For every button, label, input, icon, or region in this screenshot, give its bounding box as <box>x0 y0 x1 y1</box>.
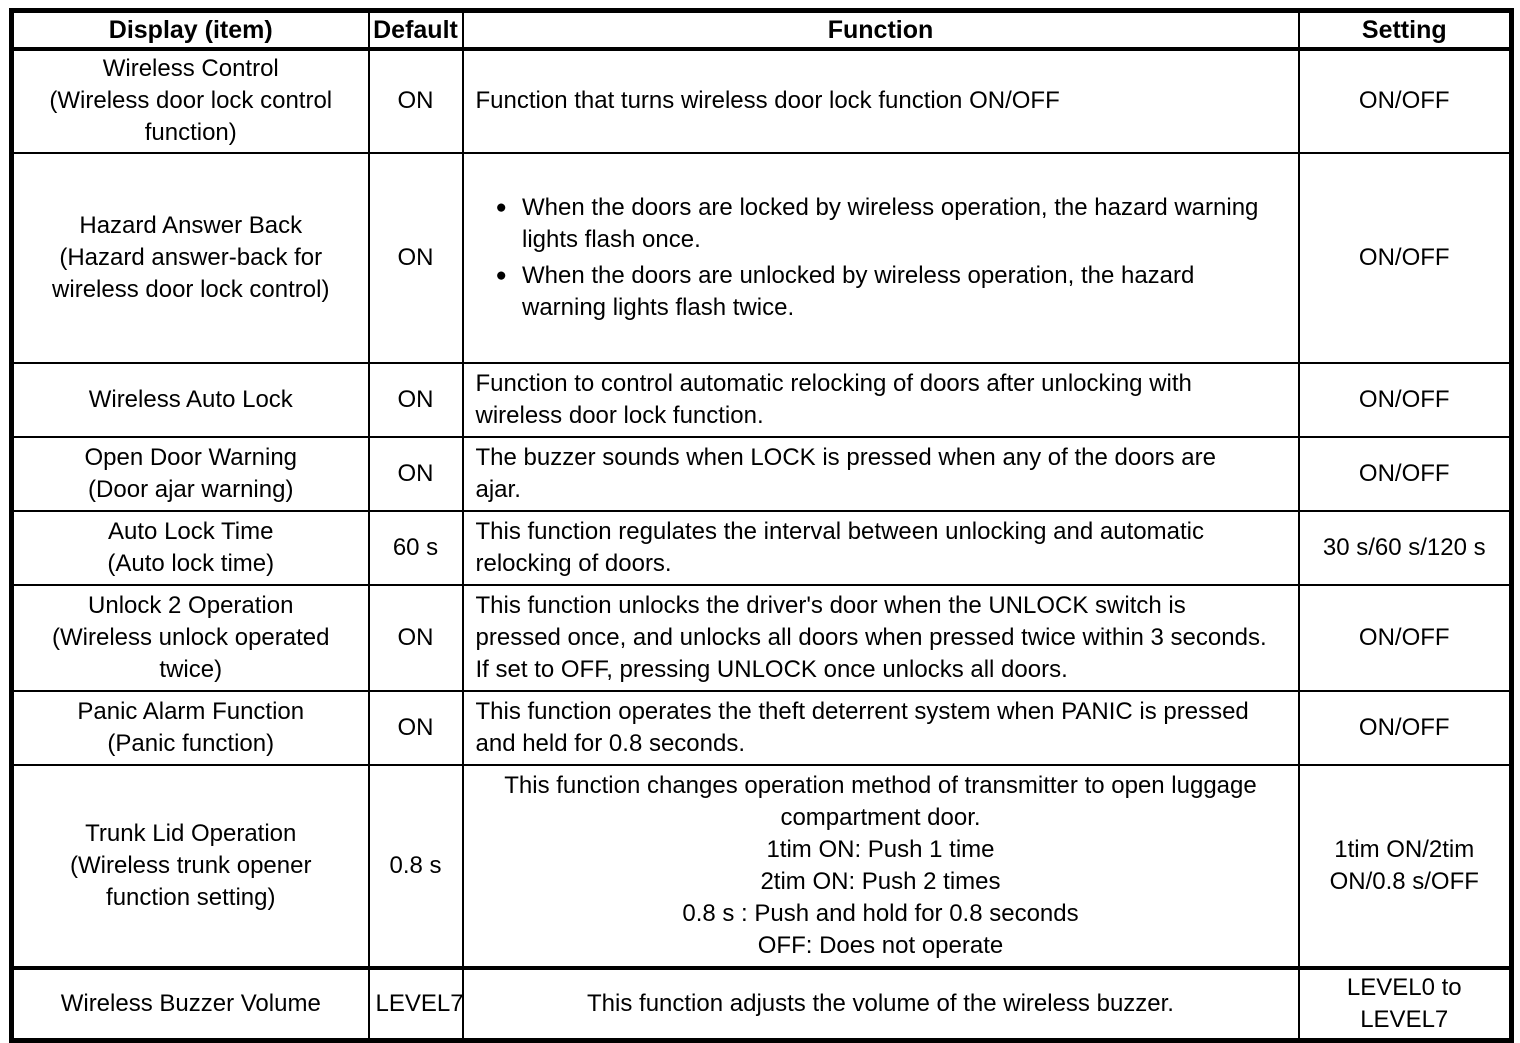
display-cell: Unlock 2 Operation (Wireless unlock oper… <box>10 583 370 692</box>
header-display: Display (item) <box>10 9 370 51</box>
setting-cell: ON/OFF <box>1297 151 1513 364</box>
display-cell: Wireless Buzzer Volume <box>10 965 370 1041</box>
settings-table: Display (item) Default Function Setting … <box>9 8 1514 1043</box>
display-cell: Open Door Warning (Door ajar warning) <box>10 435 370 512</box>
default-cell: ON <box>367 583 464 692</box>
row-trunk-lid-operation: Trunk Lid Operation (Wireless trunk open… <box>10 763 1513 969</box>
display-cell: Auto Lock Time (Auto lock time) <box>10 509 370 586</box>
header-row: Display (item) Default Function Setting <box>10 9 1513 51</box>
function-cell: This function regulates the interval bet… <box>461 509 1300 586</box>
row-wireless-buzzer-volume: Wireless Buzzer Volume LEVEL7 This funct… <box>10 965 1513 1041</box>
setting-cell: ON/OFF <box>1297 47 1513 154</box>
default-cell: ON <box>367 361 464 438</box>
display-cell: Trunk Lid Operation (Wireless trunk open… <box>10 763 370 969</box>
row-panic-alarm-function: Panic Alarm Function (Panic function) ON… <box>10 689 1513 766</box>
row-wireless-auto-lock: Wireless Auto Lock ON Function to contro… <box>10 361 1513 438</box>
bullet-list: ● When the doors are locked by wireless … <box>476 190 1282 326</box>
setting-cell: 1tim ON/2tim ON/0.8 s/OFF <box>1297 763 1513 969</box>
function-cell: The buzzer sounds when LOCK is pressed w… <box>461 435 1300 512</box>
row-auto-lock-time: Auto Lock Time (Auto lock time) 60 s Thi… <box>10 509 1513 586</box>
default-cell: ON <box>367 47 464 154</box>
row-wireless-control: Wireless Control (Wireless door lock con… <box>10 47 1513 154</box>
bullet-text: When the doors are unlocked by wireless … <box>521 261 1195 321</box>
default-cell: 60 s <box>367 509 464 586</box>
row-unlock-2-operation: Unlock 2 Operation (Wireless unlock oper… <box>10 583 1513 692</box>
setting-cell: ON/OFF <box>1297 361 1513 438</box>
default-cell: 0.8 s <box>367 763 464 969</box>
setting-cell: 30 s/60 s/120 s <box>1297 509 1513 586</box>
function-cell: This function changes operation method o… <box>461 763 1300 969</box>
header-setting: Setting <box>1297 9 1513 51</box>
setting-cell: ON/OFF <box>1297 583 1513 692</box>
display-cell: Panic Alarm Function (Panic function) <box>10 689 370 766</box>
manual-page: Display (item) Default Function Setting … <box>9 8 1514 1043</box>
default-cell: ON <box>367 151 464 364</box>
default-cell: ON <box>367 435 464 512</box>
bullet-text: When the doors are locked by wireless op… <box>521 193 1259 253</box>
bullet-icon: ● <box>495 196 507 218</box>
header-function: Function <box>461 9 1300 51</box>
row-hazard-answer-back: Hazard Answer Back (Hazard answer-back f… <box>10 151 1513 364</box>
function-cell: Function that turns wireless door lock f… <box>461 47 1300 154</box>
setting-cell: ON/OFF <box>1297 689 1513 766</box>
function-cell: ● When the doors are locked by wireless … <box>461 151 1300 364</box>
setting-cell: ON/OFF <box>1297 435 1513 512</box>
display-cell: Hazard Answer Back (Hazard answer-back f… <box>10 151 370 364</box>
default-cell: LEVEL7 <box>367 965 464 1041</box>
default-cell: ON <box>367 689 464 766</box>
row-open-door-warning: Open Door Warning (Door ajar warning) ON… <box>10 435 1513 512</box>
bullet-item: ● When the doors are unlocked by wireles… <box>496 260 1282 324</box>
setting-cell: LEVEL0 to LEVEL7 <box>1297 965 1513 1041</box>
bullet-item: ● When the doors are locked by wireless … <box>496 192 1282 256</box>
bullet-icon: ● <box>495 264 507 286</box>
function-cell: This function operates the theft deterre… <box>461 689 1300 766</box>
function-cell: This function adjusts the volume of the … <box>461 965 1300 1041</box>
header-default: Default <box>367 9 464 51</box>
display-cell: Wireless Auto Lock <box>10 361 370 438</box>
function-cell: This function unlocks the driver's door … <box>461 583 1300 692</box>
display-cell: Wireless Control (Wireless door lock con… <box>10 47 370 154</box>
function-cell: Function to control automatic relocking … <box>461 361 1300 438</box>
